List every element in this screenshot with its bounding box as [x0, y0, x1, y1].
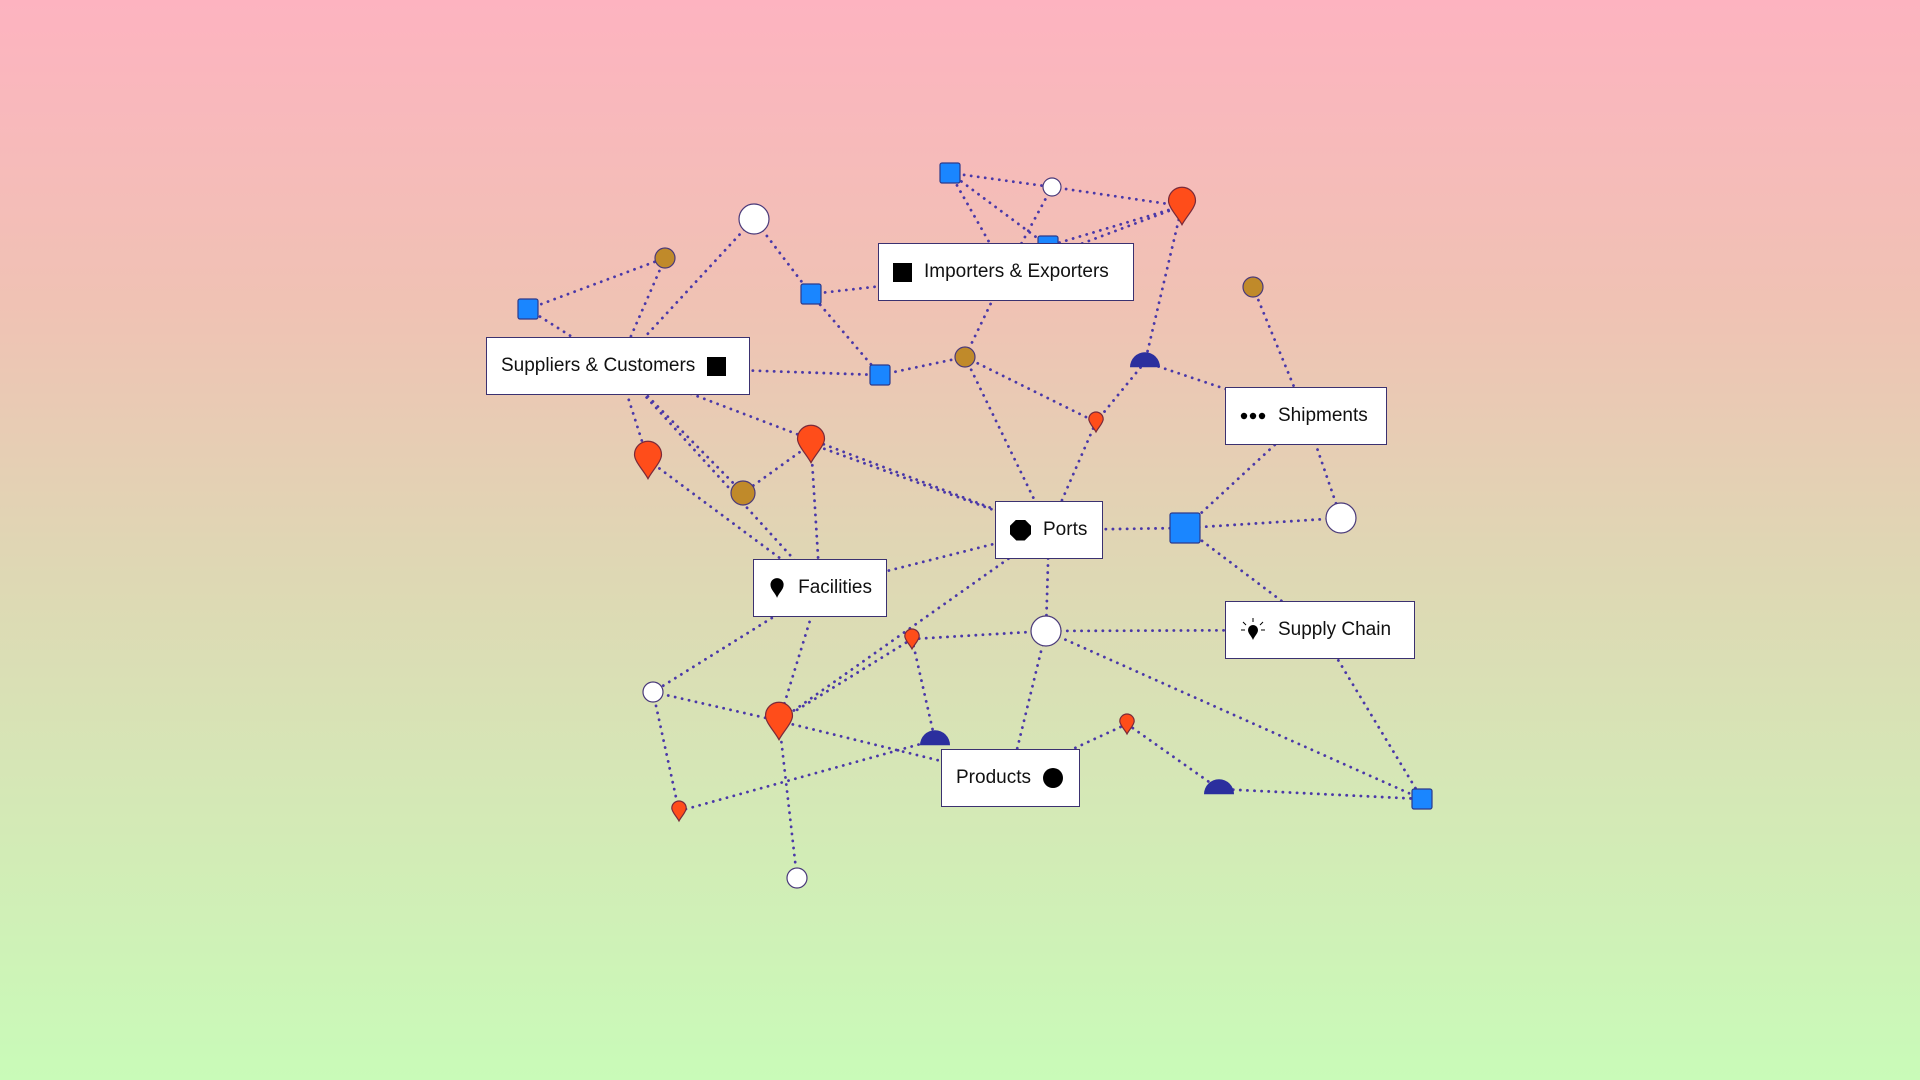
suppliers-customers-label[interactable]: Suppliers & Customers: [486, 337, 750, 395]
edge-o_ctr-w_ctr: [910, 629, 1048, 641]
orange-pin-node-o_l2: [796, 424, 826, 465]
edge-w_ctr-b_br: [1044, 629, 1424, 801]
edge-g_ctr-o_r1: [963, 355, 1098, 424]
map-pin-icon: [770, 578, 784, 598]
edge-navy_br-b_br: [1217, 787, 1424, 801]
edge-o_bl-w_bot: [777, 719, 799, 880]
orange-pin-node-o_br: [1119, 713, 1135, 736]
products-text: Products: [956, 767, 1031, 788]
edge-L_sup-L_fac: [616, 364, 822, 590]
edge-g_tr-L_shp: [1251, 285, 1308, 418]
edge-L_sc-b_br: [1318, 628, 1424, 801]
gold-circle-node-g_l: [730, 480, 756, 506]
navy-semicircle-node-navy_top: [1130, 352, 1160, 368]
edge-L_prt-o_bl: [777, 528, 1051, 723]
edge-b_m1-b_m2: [809, 292, 882, 377]
edge-w_tl-b_m1: [752, 217, 813, 296]
blue-square-node-b_m2: [869, 364, 891, 386]
edge-b_top-L_imp: [948, 171, 1008, 274]
supply-chain-text: Supply Chain: [1278, 619, 1392, 640]
suppliers-customers-text: Suppliers & Customers: [501, 355, 696, 376]
ellipsis-icon: [1240, 412, 1266, 420]
edge-w_bl-o_bll: [651, 690, 681, 813]
importers-exporters-text: Importers & Exporters: [924, 261, 1109, 282]
blue-square-node-b_br: [1411, 788, 1433, 810]
edge-b_top-w_top: [948, 171, 1054, 189]
orange-pin-node-o_ctr: [904, 628, 920, 651]
edge-w_top-L_imp: [1004, 185, 1054, 274]
edge-o_l2-g_l: [741, 442, 813, 495]
edge-b_ctr-w_r: [1183, 516, 1343, 530]
products-label[interactable]: Products: [941, 749, 1080, 807]
gold-circle-node-g_tr: [1242, 276, 1264, 298]
white-circle-node-w_bot: [786, 867, 808, 889]
edge-o_bll-navy_bl: [677, 738, 937, 813]
nodes: [517, 162, 1433, 889]
edge-L_fac-w_bl: [651, 586, 822, 694]
white-circle-node-w_ctr: [1030, 615, 1062, 647]
blue-square-node-b_lft: [517, 298, 539, 320]
edge-o_ctr-navy_bl: [910, 637, 937, 742]
white-circle-node-w_bl: [642, 681, 664, 703]
edge-o_top-navy_top: [1143, 204, 1184, 364]
edge-o_top-b_hid: [1046, 204, 1184, 248]
edge-L_prt-w_ctr: [1044, 528, 1051, 633]
white-circle-node-w_top: [1042, 177, 1062, 197]
edge-b_top-b_hid: [948, 171, 1050, 248]
gold-circle-node-g_ctr: [954, 346, 976, 368]
edge-o_l2-L_prt: [809, 442, 1051, 532]
blue-square-node-b_ctr: [1169, 512, 1201, 544]
edge-o_br-navy_br: [1125, 722, 1221, 791]
blue-square-node-b_m1: [800, 283, 822, 305]
ports-text: Ports: [1043, 519, 1088, 540]
shipments-label[interactable]: Shipments: [1225, 387, 1387, 445]
edge-w_tl-L_sup: [616, 217, 756, 368]
edge-o_bl-o_ctr: [777, 637, 914, 723]
facilities-label[interactable]: Facilities: [753, 559, 887, 617]
orange-pin-node-o_l1: [633, 440, 663, 481]
edge-L_imp-g_ctr: [963, 270, 1008, 359]
orange-pin-node-o_r1: [1088, 411, 1104, 434]
edge-L_sup-o_l1: [616, 364, 650, 462]
blue-square-node-b_top: [939, 162, 961, 184]
importers-exporters-label[interactable]: Importers & Exporters: [878, 243, 1134, 301]
lightbulb-icon: [1241, 618, 1265, 640]
facilities-text: Facilities: [798, 577, 872, 598]
orange-pin-node-o_top: [1167, 186, 1197, 227]
edge-o_bl-w_bl: [651, 690, 781, 723]
supply-chain-label[interactable]: Supply Chain: [1225, 601, 1415, 659]
octagon-icon: [1010, 519, 1031, 541]
square-icon: [893, 262, 912, 282]
ports-label[interactable]: Ports: [995, 501, 1103, 559]
edge-navy_top-o_r1: [1094, 360, 1147, 424]
orange-pin-node-o_bll: [671, 800, 687, 823]
navy-semicircle-node-navy_bl: [920, 730, 950, 746]
square-icon: [707, 356, 727, 376]
circle-icon: [1042, 768, 1063, 788]
white-circle-node-w_r: [1325, 502, 1357, 534]
white-circle-node-w_tl: [738, 203, 770, 235]
shipments-text: Shipments: [1278, 405, 1368, 426]
orange-pin-node-o_bl: [764, 701, 794, 742]
navy-semicircle-node-navy_br: [1204, 779, 1234, 795]
edge-b_lft-g_tl: [526, 256, 667, 311]
gold-circle-node-g_tl: [654, 247, 676, 269]
edge-g_ctr-b_m2: [878, 355, 967, 377]
edge-w_top-o_top: [1050, 185, 1184, 208]
